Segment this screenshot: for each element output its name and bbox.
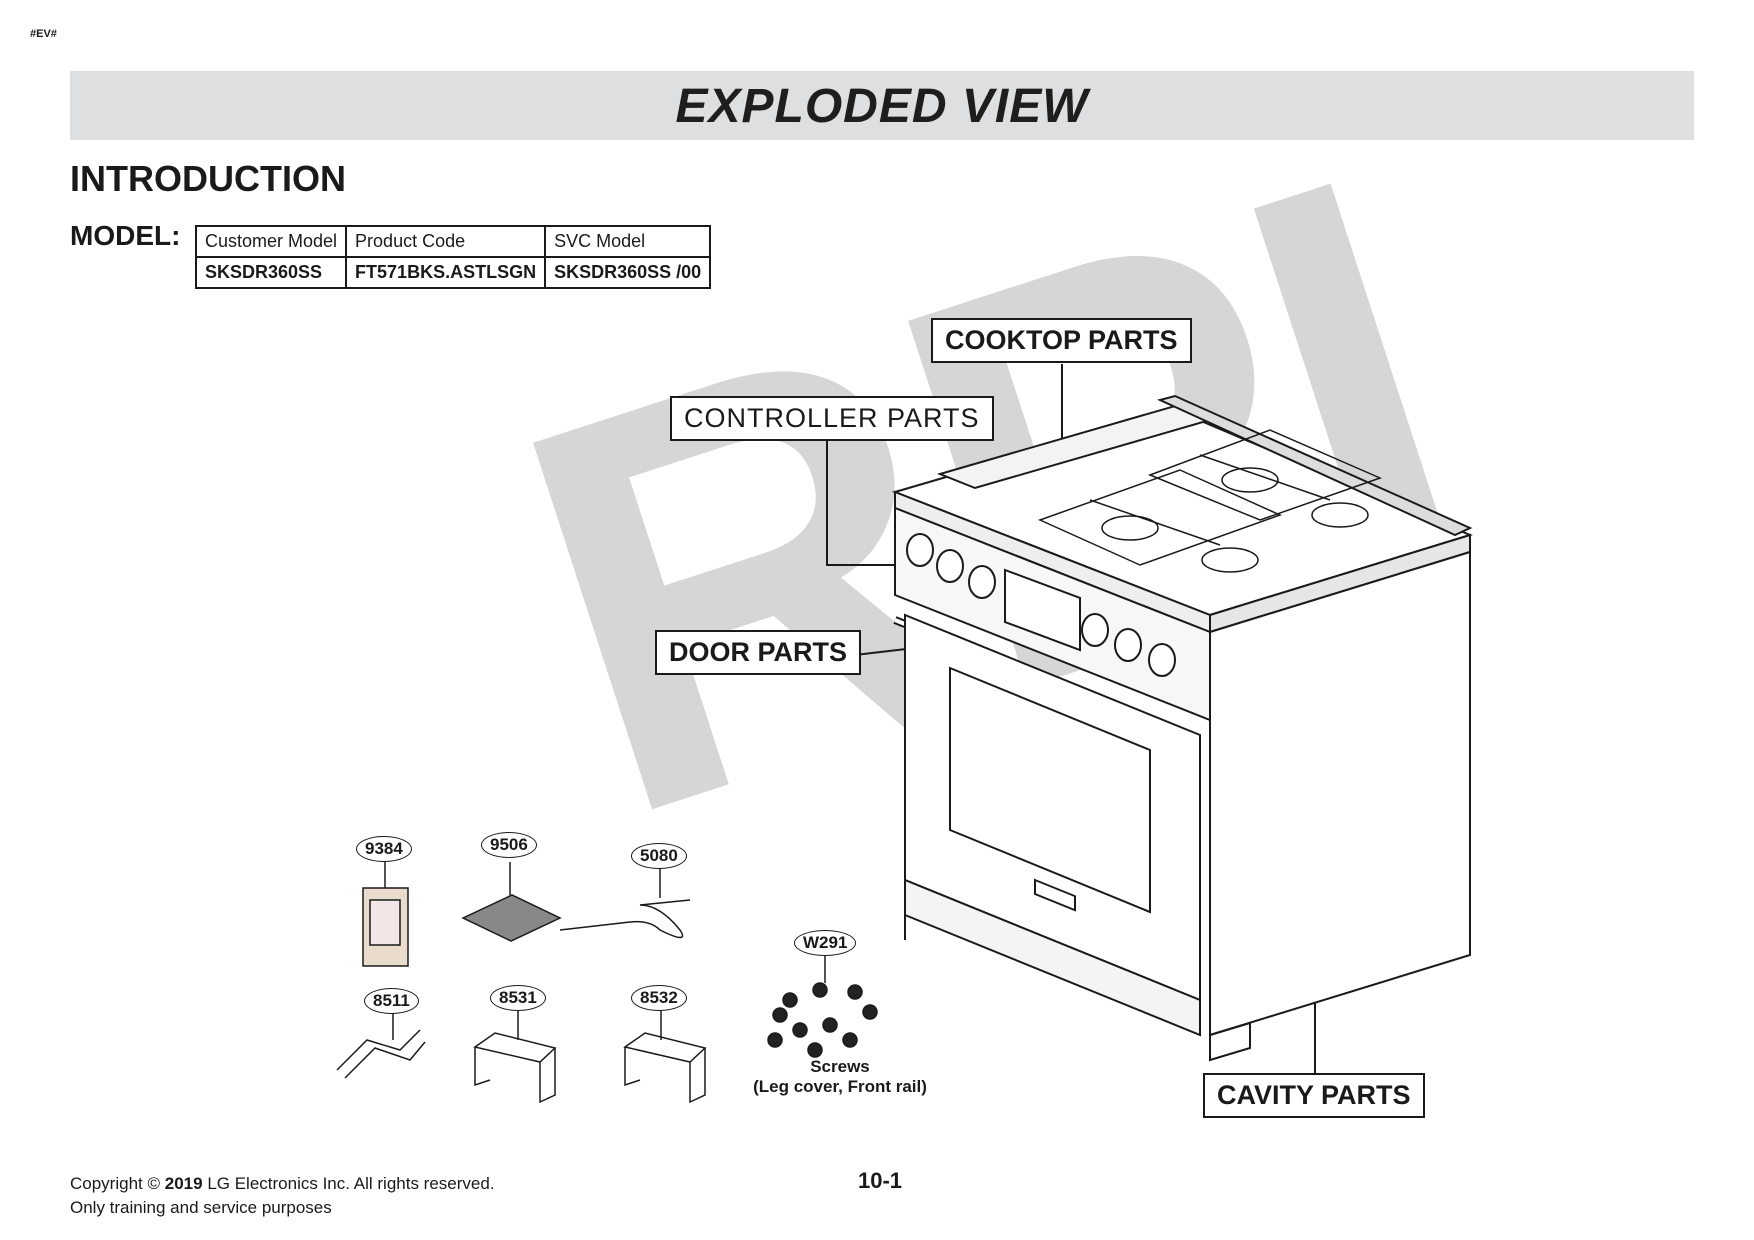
corner-tag: #EV# bbox=[30, 28, 57, 40]
copyright-year: 2019 bbox=[164, 1174, 203, 1193]
callout-cooktop-parts: COOKTOP PARTS bbox=[931, 318, 1192, 363]
title-bar: EXPLODED VIEW bbox=[70, 71, 1694, 140]
table-header-row: Customer Model Product Code SVC Model bbox=[194, 225, 712, 258]
copyright-prefix: Copyright © bbox=[70, 1174, 161, 1193]
screws-caption-detail: (Leg cover, Front rail) bbox=[753, 1077, 927, 1096]
copyright-suffix: LG Electronics Inc. All rights reserved. bbox=[207, 1174, 495, 1193]
page-number: 10-1 bbox=[858, 1168, 903, 1193]
part-number-8531: 8531 bbox=[490, 985, 546, 1011]
callout-controller-parts: CONTROLLER PARTS bbox=[670, 396, 994, 441]
footer-copyright: Copyright © 2019 LG Electronics Inc. All… bbox=[70, 1172, 495, 1220]
callout-door-parts: DOOR PARTS bbox=[655, 630, 862, 675]
table-row: SKSDR360SS FT571BKS.ASTLSGN SKSDR360SS /… bbox=[194, 256, 712, 289]
part-number-w291: W291 bbox=[794, 930, 857, 956]
part-number-8511: 8511 bbox=[364, 988, 419, 1014]
callout-cavity-parts: CAVITY PARTS bbox=[1203, 1073, 1425, 1118]
header-svc-model: SVC Model bbox=[544, 225, 712, 258]
value-product-code: FT571BKS.ASTLSGN bbox=[345, 256, 547, 289]
usage-note: Only training and service purposes bbox=[70, 1198, 332, 1217]
part-number-5080: 5080 bbox=[631, 843, 687, 869]
header-product-code: Product Code bbox=[345, 225, 547, 258]
header-customer-model: Customer Model bbox=[194, 225, 348, 258]
screws-caption: Screws (Leg cover, Front rail) bbox=[730, 1057, 950, 1097]
model-table: Customer Model Product Code SVC Model SK… bbox=[194, 225, 712, 289]
part-number-9384: 9384 bbox=[356, 836, 412, 862]
part-number-8532: 8532 bbox=[631, 985, 687, 1011]
screws-caption-title: Screws bbox=[810, 1057, 870, 1076]
copyright-line: Copyright © 2019 LG Electronics Inc. All… bbox=[70, 1172, 495, 1196]
page-title: EXPLODED VIEW bbox=[675, 80, 1089, 133]
value-svc-model: SKSDR360SS /00 bbox=[544, 256, 712, 289]
model-label: MODEL: bbox=[70, 220, 181, 251]
section-heading: INTRODUCTION bbox=[70, 158, 346, 199]
value-customer-model: SKSDR360SS bbox=[194, 256, 348, 289]
part-number-9506: 9506 bbox=[481, 832, 537, 858]
